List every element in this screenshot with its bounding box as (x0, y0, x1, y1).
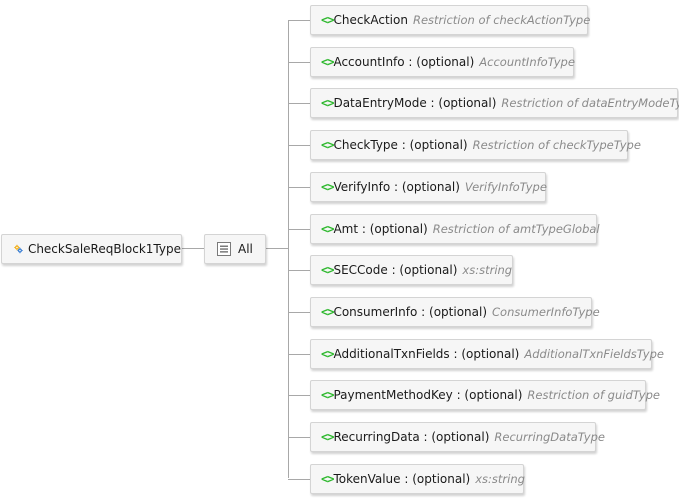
element-name: TokenValue : (optional) (333, 472, 471, 486)
complex-type-icon (14, 244, 23, 254)
element-name: PaymentMethodKey : (optional) (333, 388, 523, 402)
element-node[interactable]: <>DataEntryMode : (optional) Restriction … (310, 88, 679, 118)
element-type: Restriction of amtTypeGlobal (432, 222, 600, 236)
element-type: RecurringDataType (494, 430, 605, 444)
element-type: AccountInfoType (479, 55, 575, 69)
connector-trunk (288, 20, 289, 478)
root-type-node[interactable]: CheckSaleReqBlock1Type (1, 234, 182, 264)
connector-branch (288, 395, 310, 396)
root-type-label: CheckSaleReqBlock1Type (27, 242, 181, 256)
element-type: xs:string (462, 263, 513, 277)
element-type: xs:string (475, 472, 525, 486)
connector-root-to-all (182, 248, 204, 249)
element-name: CheckType : (optional) (333, 138, 468, 152)
element-name: VerifyInfo : (optional) (333, 180, 460, 194)
element-node[interactable]: <>VerifyInfo : (optional) VerifyInfoType (310, 172, 547, 202)
all-group-icon (217, 242, 231, 256)
connector-branch (288, 437, 310, 438)
element-name: RecurringData : (optional) (333, 430, 490, 444)
element-node[interactable]: <>SECCode : (optional) xs:string (310, 255, 513, 285)
element-name: AdditionalTxnFields : (optional) (333, 347, 520, 361)
element-type: ConsumerInfoType (492, 305, 600, 319)
element-node[interactable]: <>AccountInfo : (optional) AccountInfoTyp… (310, 47, 575, 77)
element-node[interactable]: <>CheckAction Restriction of checkActionT… (310, 5, 591, 35)
element-node[interactable]: <>RecurringData : (optional) RecurringDat… (310, 422, 605, 452)
element-type: AdditionalTxnFieldsType (524, 347, 664, 361)
connector-branch (288, 354, 310, 355)
connector-branch (288, 270, 310, 271)
all-group-node[interactable]: All (204, 234, 266, 264)
element-node[interactable]: <>AdditionalTxnFields : (optional) Additi… (310, 339, 664, 369)
element-icon: <> (321, 13, 334, 27)
element-icon: <> (321, 96, 334, 110)
connector-branch (288, 312, 310, 313)
element-icon: <> (321, 388, 334, 402)
connector-branch (288, 103, 310, 104)
element-icon: <> (321, 263, 334, 277)
element-icon: <> (321, 430, 334, 444)
connector-all-to-trunk (266, 248, 288, 249)
element-type: Restriction of dataEntryModeType (501, 96, 679, 110)
element-icon: <> (321, 347, 334, 361)
connector-branch (288, 62, 310, 63)
connector-branch (288, 229, 310, 230)
all-group-label: All (238, 242, 253, 256)
element-node[interactable]: <>Amt : (optional) Restriction of amtType… (310, 214, 600, 244)
connector-branch (288, 145, 310, 146)
element-icon: <> (321, 138, 334, 152)
element-node[interactable]: <>CheckType : (optional) Restriction of c… (310, 130, 641, 160)
element-icon: <> (321, 222, 334, 236)
element-name: DataEntryMode : (optional) (333, 96, 497, 110)
element-name: CheckAction (333, 13, 408, 27)
connector-branch (288, 187, 310, 188)
element-type: Restriction of guidType (527, 388, 660, 402)
element-icon: <> (321, 55, 334, 69)
element-type: VerifyInfoType (464, 180, 547, 194)
element-node[interactable]: <>PaymentMethodKey : (optional) Restricti… (310, 380, 660, 410)
element-icon: <> (321, 180, 334, 194)
element-name: SECCode : (optional) (333, 263, 458, 277)
element-node[interactable]: <>TokenValue : (optional) xs:string (310, 464, 525, 494)
element-type: Restriction of checkActionType (412, 13, 591, 27)
element-name: AccountInfo : (optional) (333, 55, 475, 69)
element-type: Restriction of checkTypeType (472, 138, 641, 152)
element-name: Amt : (optional) (333, 222, 428, 236)
connector-branch (288, 20, 310, 21)
connector-branch (288, 479, 310, 480)
element-name: ConsumerInfo : (optional) (333, 305, 488, 319)
element-icon: <> (321, 305, 334, 319)
element-icon: <> (321, 472, 334, 486)
element-node[interactable]: <>ConsumerInfo : (optional) ConsumerInfoT… (310, 297, 600, 327)
